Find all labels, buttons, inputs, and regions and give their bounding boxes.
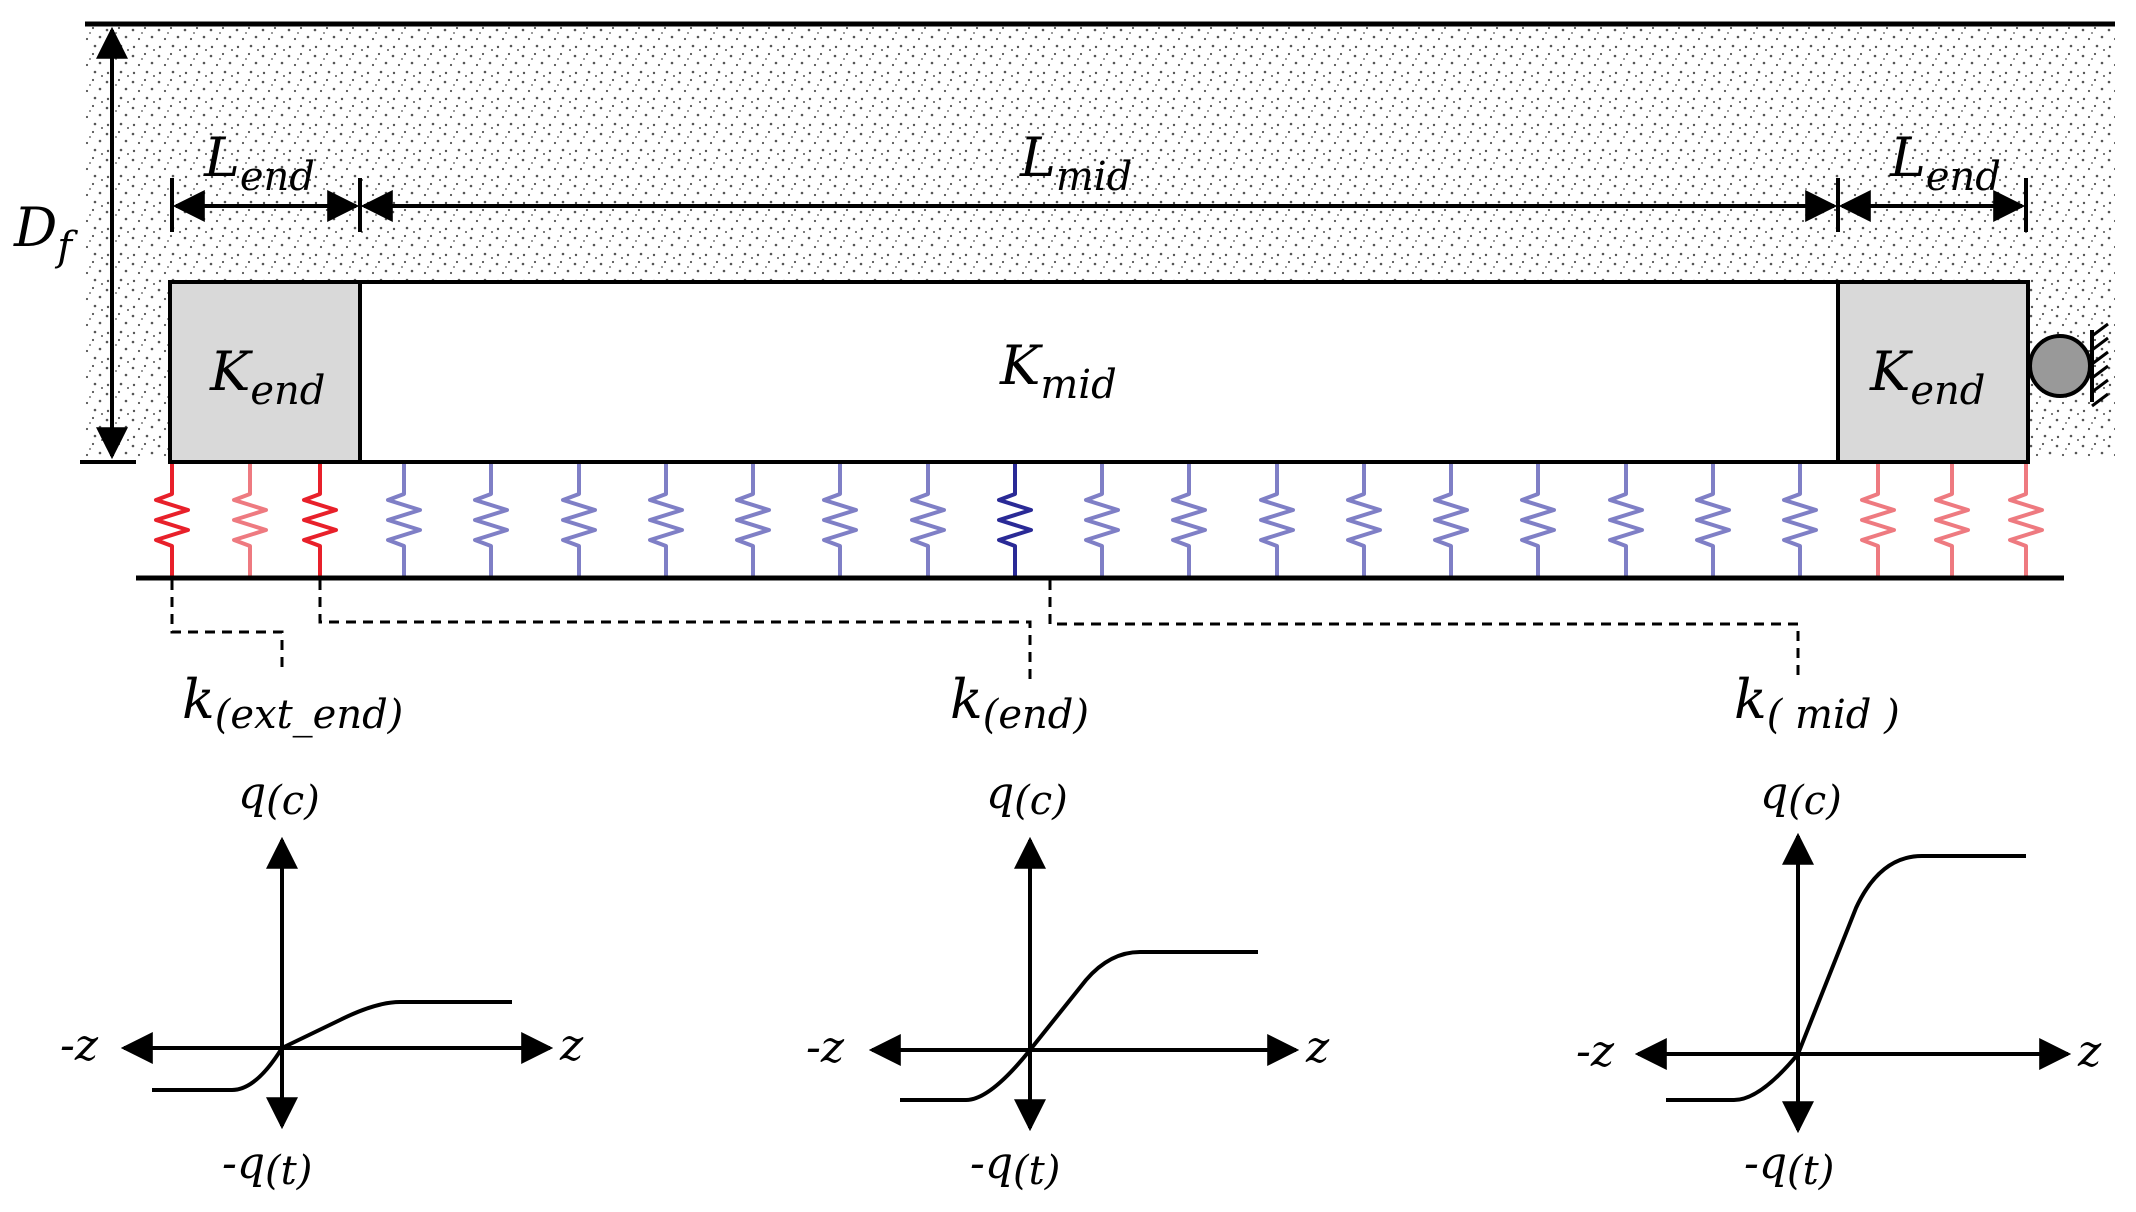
svg-text:q(c): q(c) — [1760, 768, 1842, 824]
spring-end — [1860, 464, 1896, 576]
L-end-right-label: L — [1889, 126, 1926, 189]
spring-mid — [1171, 464, 1207, 576]
svg-text:Df: Df — [13, 196, 78, 270]
curve2-minus-q-sub: (t) — [1013, 1148, 1060, 1194]
spring-mid — [473, 464, 509, 576]
k-end-label: k — [950, 668, 983, 731]
spring-mid — [648, 464, 684, 576]
K-end-left-sub: end — [250, 368, 325, 414]
curve3-minus-z-label: -z — [1576, 1026, 1615, 1077]
curve-ext-end: q(c) -q(t) z -z — [60, 768, 584, 1194]
roller-support — [2028, 322, 2109, 408]
spring-end — [232, 464, 268, 576]
curve1-z-label: z — [559, 1020, 584, 1071]
curve1-q-label: q — [238, 768, 266, 819]
svg-text:Kend: Kend — [209, 340, 325, 414]
L-mid-label: L — [1019, 126, 1056, 189]
end-block-right — [1836, 280, 2030, 464]
spring-end — [1934, 464, 1970, 576]
curve-mid: q(c) -q(t) z -z — [1576, 768, 2102, 1194]
end-block-left — [168, 280, 362, 464]
spring-leaders — [170, 580, 1800, 684]
svg-text:Lend: Lend — [203, 126, 315, 200]
svg-text:Kmid: Kmid — [999, 334, 1117, 408]
curve3-q-sub: (c) — [1788, 778, 1842, 824]
svg-text:-q(t): -q(t) — [222, 1138, 312, 1194]
spring-mid — [1608, 464, 1644, 576]
spring-mid — [1782, 464, 1818, 576]
curve2-minus-z-label: -z — [806, 1022, 845, 1073]
spring-mid — [1695, 464, 1731, 576]
L-end-right-sub: end — [1926, 154, 2001, 200]
L-end-left-sub: end — [240, 154, 315, 200]
svg-text:Kend: Kend — [1869, 340, 1985, 414]
k-mid-sub: ( mid ) — [1767, 692, 1900, 738]
K-end-right-sub: end — [1910, 368, 1985, 414]
spring-mid — [1346, 464, 1382, 576]
depth-subscript: f — [54, 224, 78, 270]
depth-label: D — [13, 196, 57, 259]
curve-ext-end-line — [152, 1000, 512, 1092]
spring-mid — [822, 464, 858, 576]
spring-mid — [386, 464, 422, 576]
curve2-q-label: q — [986, 768, 1014, 819]
spring-end — [2008, 464, 2044, 576]
K-end-left-label: K — [209, 340, 253, 403]
curve-mid-line — [1666, 854, 2026, 1102]
K-mid-sub: mid — [1040, 362, 1116, 408]
svg-text:k( mid ): k( mid ) — [1734, 668, 1900, 738]
spring-mid-highlight — [997, 464, 1033, 576]
curve1-q-sub: (c) — [266, 778, 320, 824]
spring-mid — [1520, 464, 1556, 576]
spring-ext-end — [302, 464, 338, 576]
curve1-minus-q-sub: (t) — [265, 1148, 312, 1194]
K-mid-label: K — [999, 334, 1043, 397]
spring-mid — [1084, 464, 1120, 576]
spring-mid — [735, 464, 771, 576]
curve3-minus-q-sub: (t) — [1787, 1148, 1834, 1194]
soil-springs — [154, 464, 2044, 576]
k-ext-end-label: k — [182, 668, 215, 731]
K-end-right-label: K — [1869, 340, 1913, 403]
curve2-z-label: z — [1305, 1022, 1330, 1073]
curve2-minus-q-label: -q — [970, 1138, 1013, 1189]
spring-mid — [910, 464, 946, 576]
k-ext-end-sub: (ext_end) — [215, 692, 404, 738]
curve1-minus-q-label: -q — [222, 1138, 265, 1189]
spring-mid — [1259, 464, 1295, 576]
spring-mid — [561, 464, 597, 576]
k-mid-label: k — [1734, 668, 1767, 731]
spring-ext-end — [154, 464, 190, 576]
curve3-q-label: q — [1760, 768, 1788, 819]
svg-text:-q(t): -q(t) — [970, 1138, 1060, 1194]
svg-text:k(ext_end): k(ext_end) — [182, 668, 403, 738]
L-mid-sub: mid — [1056, 154, 1132, 200]
svg-text:Lend: Lend — [1889, 126, 2001, 200]
curve3-minus-q-label: -q — [1744, 1138, 1787, 1189]
curve3-z-label: z — [2077, 1026, 2102, 1077]
curve-end-line — [900, 950, 1258, 1102]
curve2-q-sub: (c) — [1014, 778, 1068, 824]
svg-text:q(c): q(c) — [986, 768, 1068, 824]
svg-text:q(c): q(c) — [238, 768, 320, 824]
svg-text:-q(t): -q(t) — [1744, 1138, 1834, 1194]
spring-mid — [1433, 464, 1469, 576]
length-dimensions: Lend Lmid Lend — [170, 126, 2028, 232]
curve1-minus-z-label: -z — [60, 1020, 99, 1071]
svg-text:k(end): k(end) — [950, 668, 1089, 738]
pipe-body: Kend Kmid Kend — [168, 280, 2030, 464]
curve-end: q(c) -q(t) z -z — [806, 768, 1330, 1194]
svg-text:Lmid: Lmid — [1019, 126, 1132, 200]
L-end-left-label: L — [203, 126, 240, 189]
k-end-sub: (end) — [983, 692, 1089, 738]
